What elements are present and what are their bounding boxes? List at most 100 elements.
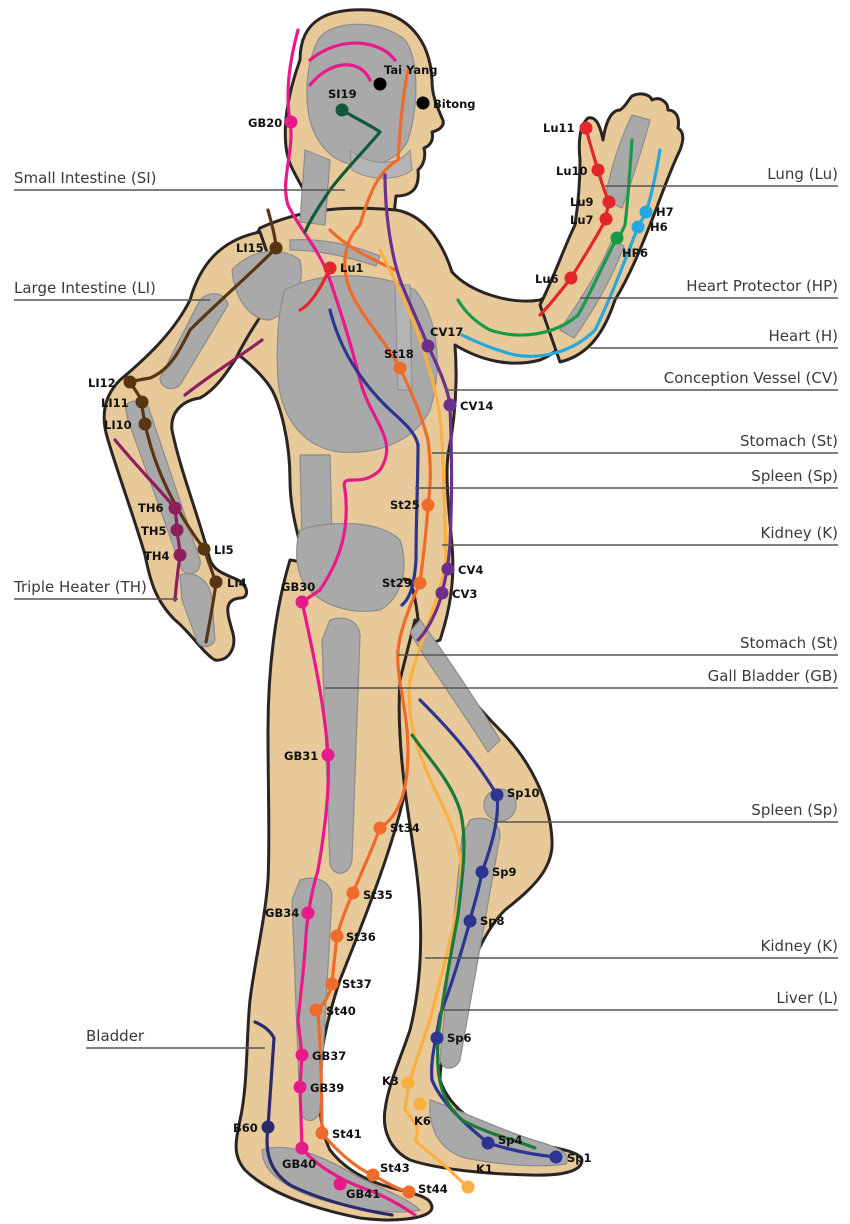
point-label-lu11: Lu11 [543, 121, 575, 135]
point-li15 [270, 242, 283, 255]
point-label-cv4: CV4 [458, 563, 483, 577]
point-gb20 [285, 116, 298, 129]
label-heart-protector: Heart Protector (HP) [686, 277, 838, 295]
point-gb39 [294, 1081, 307, 1094]
point-gb30 [296, 596, 309, 609]
point-label-th4: TH4 [144, 549, 169, 563]
point-label-gb39: GB39 [310, 1081, 344, 1095]
point-label-sp4: Sp4 [498, 1133, 523, 1147]
point-st36 [331, 930, 344, 943]
label-stomach-upper: Stomach (St) [740, 432, 838, 450]
point-label-gb40: GB40 [282, 1157, 316, 1171]
point-st37 [326, 978, 339, 991]
point-label-th6: TH6 [138, 501, 163, 515]
point-label-k6: K6 [414, 1114, 431, 1128]
point-label-k3: K3 [382, 1074, 399, 1088]
point-lu7 [600, 213, 613, 226]
point-gb34 [302, 907, 315, 920]
label-kidney-upper: Kidney (K) [761, 524, 838, 542]
point-cv17 [422, 340, 435, 353]
point-label-st41: St41 [332, 1127, 362, 1141]
point-label-st43: St43 [380, 1161, 410, 1175]
point-label-gb37: GB37 [312, 1049, 346, 1063]
point-label-gb20: GB20 [248, 116, 282, 130]
point-label-li10: LI10 [104, 418, 132, 432]
point-label-cv14: CV14 [460, 399, 493, 413]
point-label-cv3: CV3 [452, 587, 477, 601]
point-gb40 [296, 1142, 309, 1155]
point-label-si19: SI19 [328, 87, 357, 101]
point-tai-yang [374, 78, 387, 91]
point-lu10 [592, 164, 605, 177]
point-label-lu1: Lu1 [340, 261, 364, 275]
point-st40 [310, 1004, 323, 1017]
point-label-gb41: GB41 [346, 1187, 380, 1201]
point-li10 [139, 418, 152, 431]
point-sp9 [476, 866, 489, 879]
point-k6 [414, 1098, 427, 1111]
label-triple-heater: Triple Heater (TH) [13, 578, 147, 596]
label-liver: Liver (L) [776, 989, 838, 1007]
point-label-th5: TH5 [141, 524, 166, 538]
point-sp10 [491, 789, 504, 802]
point-label-li15: LI15 [236, 241, 264, 255]
point-label-tai-yang: Tai Yang [384, 63, 438, 77]
label-kidney-lower: Kidney (K) [761, 937, 838, 955]
point-label-h7: H7 [656, 205, 674, 219]
point-st41 [316, 1127, 329, 1140]
point-label-b60: B60 [233, 1121, 258, 1135]
point-label-sp6: Sp6 [447, 1031, 472, 1045]
label-stomach-lower: Stomach (St) [740, 634, 838, 652]
point-cv3 [436, 587, 449, 600]
point-label-sp10: Sp10 [507, 786, 540, 800]
point-lu1 [324, 262, 337, 275]
point-li11 [136, 396, 149, 409]
label-large-intestine: Large Intestine (LI) [14, 279, 156, 297]
point-label-sp1: Sp1 [567, 1151, 592, 1165]
point-label-cv17: CV17 [430, 325, 463, 339]
point-lu6 [565, 272, 578, 285]
point-label-st25: St25 [390, 498, 420, 512]
point-label-li4: LI4 [227, 576, 247, 590]
label-lung: Lung (Lu) [767, 165, 838, 183]
point-st18 [394, 362, 407, 375]
point-si19 [336, 104, 349, 117]
point-label-li5: LI5 [214, 543, 234, 557]
point-k3 [402, 1077, 415, 1090]
point-th6 [169, 502, 182, 515]
point-sp4 [482, 1137, 495, 1150]
point-cv4 [442, 563, 455, 576]
label-spleen-lower: Spleen (Sp) [751, 801, 838, 819]
point-label-st35: St35 [363, 888, 393, 902]
point-b60 [262, 1121, 275, 1134]
point-lu9 [603, 196, 616, 209]
point-label-bitong: Bitong [433, 97, 476, 111]
point-sp8 [464, 915, 477, 928]
point-label-k1: K1 [476, 1162, 493, 1176]
point-st29 [414, 577, 427, 590]
point-label-st40: St40 [326, 1004, 356, 1018]
label-conception-vessel: Conception Vessel (CV) [664, 369, 838, 387]
point-label-lu6: Lu6 [535, 272, 559, 286]
point-gb31 [322, 749, 335, 762]
point-gb37 [296, 1049, 309, 1062]
point-label-sp9: Sp9 [492, 865, 517, 879]
point-label-h6: H6 [650, 220, 668, 234]
point-label-st18: St18 [384, 347, 414, 361]
label-heart: Heart (H) [769, 327, 839, 345]
point-label-li12: LI12 [88, 376, 116, 390]
point-label-st29: St29 [382, 576, 412, 590]
point-label-hp6: HP6 [622, 246, 648, 260]
point-st43 [367, 1169, 380, 1182]
point-h7 [640, 206, 653, 219]
point-st34 [374, 822, 387, 835]
label-bladder: Bladder [86, 1027, 145, 1045]
point-label-st37: St37 [342, 977, 372, 991]
point-hp6 [611, 232, 624, 245]
point-lu11 [580, 122, 593, 135]
point-sp6 [431, 1032, 444, 1045]
point-li12 [124, 376, 137, 389]
point-sp1 [550, 1151, 563, 1164]
point-label-st44: St44 [418, 1182, 448, 1196]
